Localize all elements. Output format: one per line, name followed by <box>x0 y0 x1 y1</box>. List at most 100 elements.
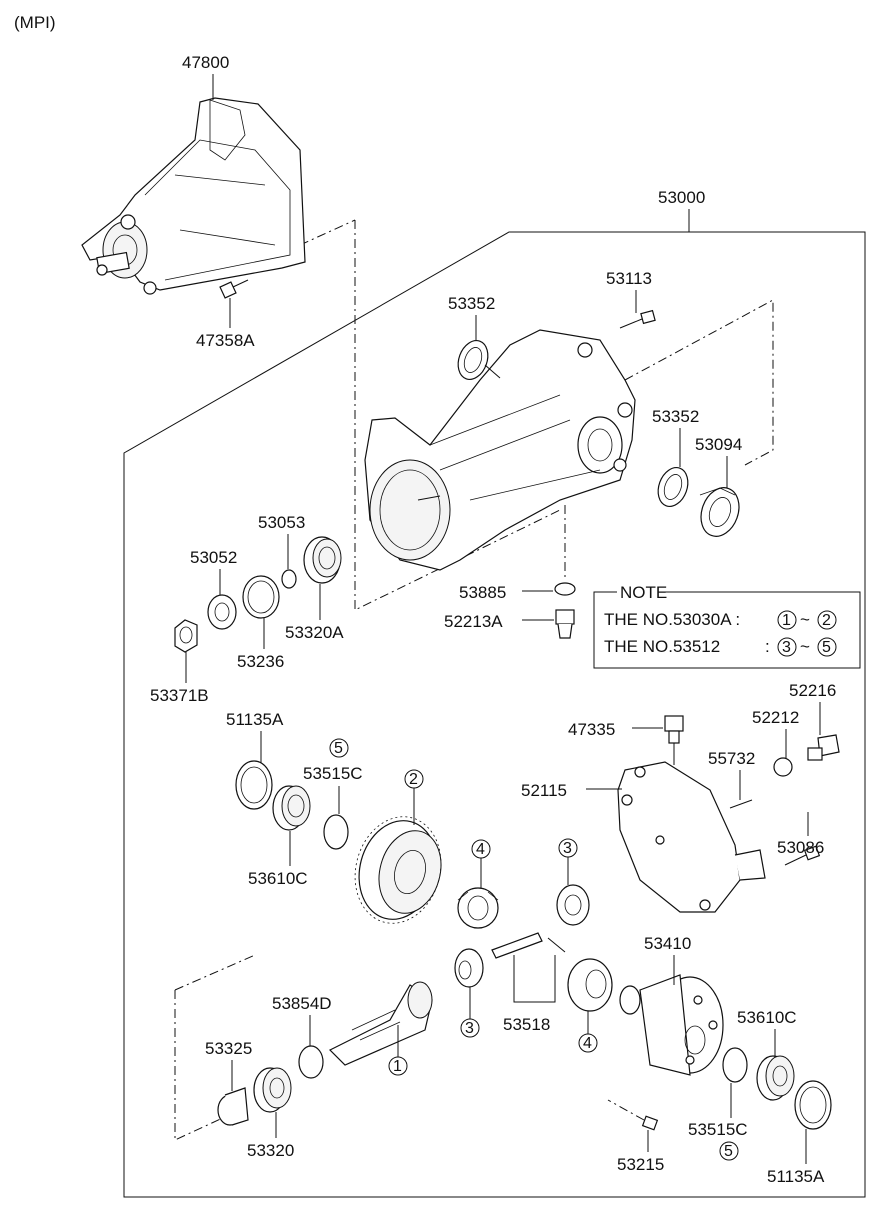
part-label-52216: 52216 <box>789 681 836 700</box>
note-line2-sep: ~ <box>800 637 810 656</box>
part-label-53215: 53215 <box>617 1155 664 1174</box>
part-label-51135A-left: 51135A <box>226 710 284 729</box>
dashed-guide-bottom <box>174 990 241 1141</box>
note-line2-a: 3 <box>782 639 791 656</box>
part-label-53518: 53518 <box>503 1015 550 1034</box>
side-gear-bottom <box>567 958 613 1012</box>
callout-5-bottom: 5 <box>724 1143 733 1160</box>
part-label-53325: 53325 <box>205 1039 252 1058</box>
part-label-53000: 53000 <box>658 188 705 207</box>
seal-51135A-right-inner <box>799 1086 827 1124</box>
ring-gear <box>354 816 442 924</box>
callout-5-top-circle <box>329 738 349 758</box>
part-label-53515C-left: 53515C <box>303 764 363 783</box>
part-label-53053: 53053 <box>258 513 305 532</box>
note-line1-b: 2 <box>822 612 831 629</box>
note-line2-colon: : <box>765 637 770 656</box>
race-53325 <box>217 1087 249 1126</box>
shim-53515C-left <box>323 814 349 850</box>
callout-3a: 3 <box>563 840 572 857</box>
part-label-53610C-left: 53610C <box>248 869 308 888</box>
flange-53094 <box>699 487 740 537</box>
ring-53236 <box>242 575 280 619</box>
dashed-guide-top <box>299 219 356 246</box>
bolt-47358A <box>219 279 249 299</box>
callout-5-bottom-circle <box>719 1141 739 1161</box>
assembly-frame <box>123 231 866 1198</box>
pinion-gear-bottom <box>454 948 484 988</box>
spacer-53854D <box>298 1045 324 1079</box>
drive-pinion <box>328 981 433 1066</box>
dashed-guide-bottom-top <box>174 954 256 991</box>
part-label-55732: 55732 <box>708 749 755 768</box>
part-label-53515C-right: 53515C <box>688 1120 748 1139</box>
side-gear-top <box>457 887 499 929</box>
part-label-53410: 53410 <box>644 934 691 953</box>
part-label-53320: 53320 <box>247 1141 294 1160</box>
note-line1-sep: ~ <box>800 610 810 629</box>
leader-53518 <box>513 955 556 1003</box>
callout-5-top: 5 <box>334 740 343 757</box>
plug-52213A <box>555 609 575 639</box>
note-line2-b: 5 <box>822 639 831 656</box>
pinion-shaft-53518 <box>491 932 566 959</box>
part-label-52115: 52115 <box>521 781 567 800</box>
part-label-53352-right: 53352 <box>652 407 699 426</box>
part-label-53371B: 53371B <box>150 686 209 705</box>
dashed-guide-right <box>624 299 774 466</box>
note-line2-prefix: THE NO.53512 <box>604 637 720 656</box>
nut-53371B <box>174 619 198 653</box>
callout-3b: 3 <box>465 1020 474 1037</box>
differential-carrier-housing <box>364 329 636 571</box>
part-label-53236: 53236 <box>237 652 284 671</box>
note-line1-prefix: THE NO.53030A : <box>604 610 740 629</box>
note-line1-circle-a <box>777 610 797 630</box>
variant-label: (MPI) <box>14 13 56 32</box>
pinion-gear-top <box>556 884 590 926</box>
diff-cover-52115 <box>617 761 766 913</box>
part-label-52213A: 52213A <box>444 612 503 631</box>
note-box: NOTE THE NO.53030A : 1 ~ 2 THE NO.53512 … <box>593 583 861 669</box>
bearing-53320A <box>303 536 342 584</box>
ring-53236-inner <box>247 580 275 614</box>
part-label-53885: 53885 <box>459 583 506 602</box>
part-label-53086: 53086 <box>777 838 824 857</box>
part-label-47800: 47800 <box>182 53 229 72</box>
callout-4a: 4 <box>476 841 485 858</box>
seal-53352-right <box>657 467 689 507</box>
part-label-53854D: 53854D <box>272 994 332 1013</box>
part-label-53052: 53052 <box>190 548 237 567</box>
snap-ring-53053 <box>281 569 297 589</box>
leader-53352-top-b <box>484 364 501 379</box>
part-label-51135A-right: 51135A <box>767 1167 825 1186</box>
note-line2-circle-a <box>777 637 797 657</box>
bearing-53320 <box>253 1067 292 1113</box>
transfer-case-47800 <box>81 97 306 295</box>
shim-53515C-right <box>722 1047 748 1083</box>
spacer-53052 <box>207 594 237 630</box>
part-label-53352-top: 53352 <box>448 294 495 313</box>
washer-53885 <box>554 505 576 596</box>
seal-51135A-right <box>794 1080 832 1130</box>
part-label-53094: 53094 <box>695 435 742 454</box>
bolt-53086 <box>784 845 821 866</box>
gasket-52212 <box>773 757 793 777</box>
part-label-52212: 52212 <box>752 708 799 727</box>
note-line1-a: 1 <box>782 612 791 629</box>
bearing-53610C-right <box>756 1055 795 1101</box>
callout-4b: 4 <box>583 1035 592 1052</box>
vent-47335 <box>664 715 684 744</box>
pin-55732 <box>729 799 753 809</box>
callout-2: 2 <box>409 771 418 788</box>
note-title: NOTE <box>620 583 667 602</box>
diff-case-53410 <box>619 974 724 1076</box>
bearing-53610C-left <box>272 785 311 831</box>
seal-51135A-left <box>235 760 273 810</box>
seal-53352-top <box>457 340 489 380</box>
part-label-47358A: 47358A <box>196 331 255 350</box>
part-label-47335: 47335 <box>568 720 615 739</box>
note-line1-circle-b <box>817 610 837 630</box>
part-label-53610C-right: 53610C <box>737 1008 797 1027</box>
plug-52216 <box>807 734 840 761</box>
